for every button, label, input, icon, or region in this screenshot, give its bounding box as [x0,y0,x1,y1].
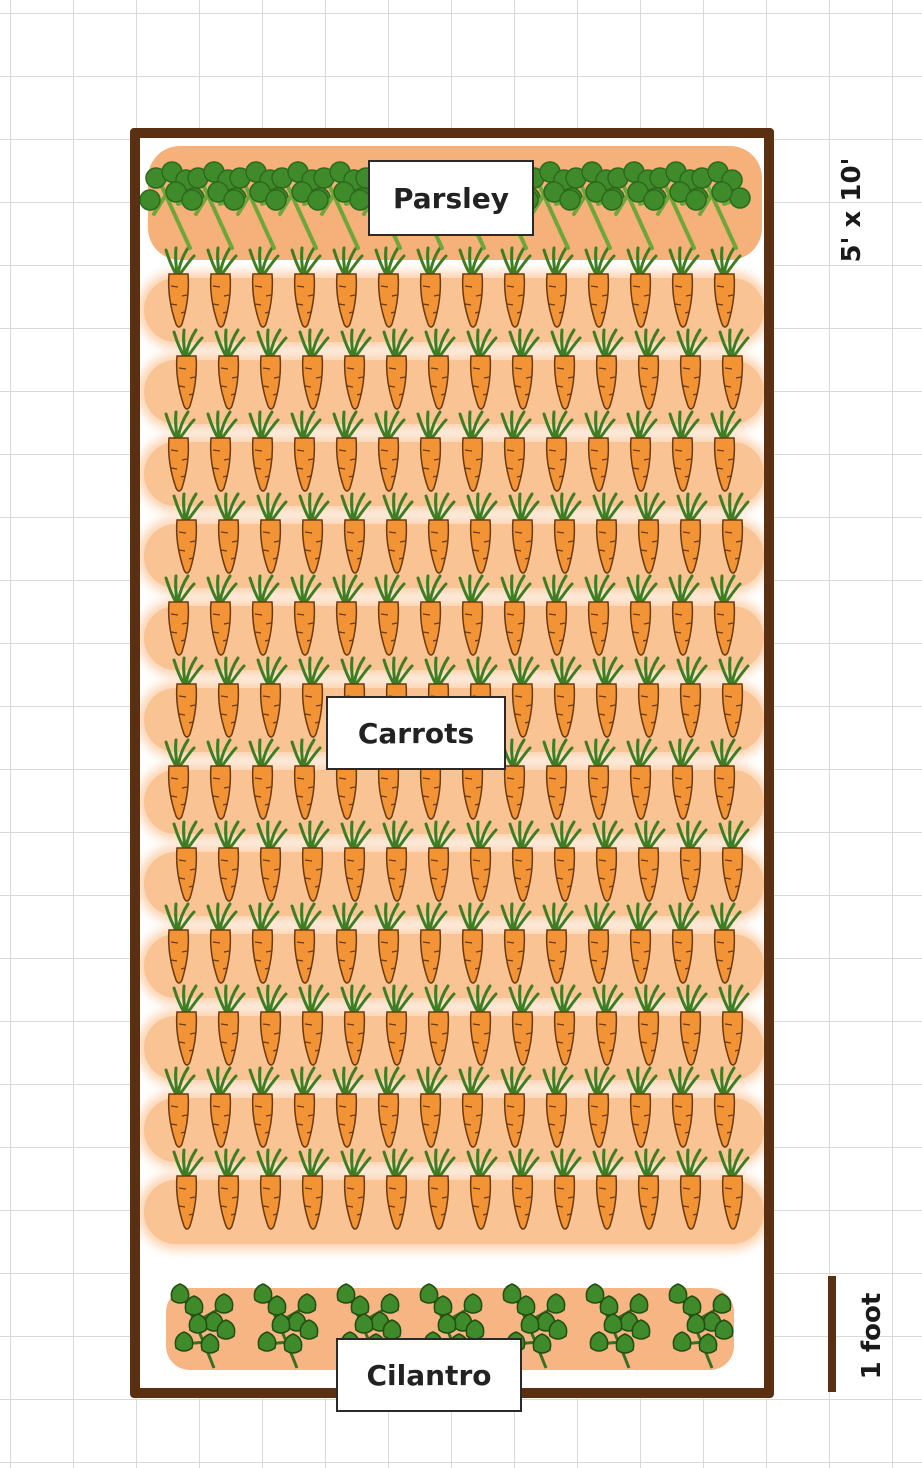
cilantro-icon [586,1284,649,1368]
carrots-label: Carrots [326,696,506,770]
scale-bar [828,1276,836,1392]
parsley-label: Parsley [368,160,534,236]
cilantro-icon [171,1284,234,1368]
parsley-icon [686,162,750,248]
cilantro-label: Cilantro [336,1338,522,1412]
cilantro-icon [669,1284,732,1368]
bed-dimension-label: 5' x 10' [837,125,873,295]
scale-label: 1 foot [857,1261,893,1411]
cilantro-icon [254,1284,317,1368]
